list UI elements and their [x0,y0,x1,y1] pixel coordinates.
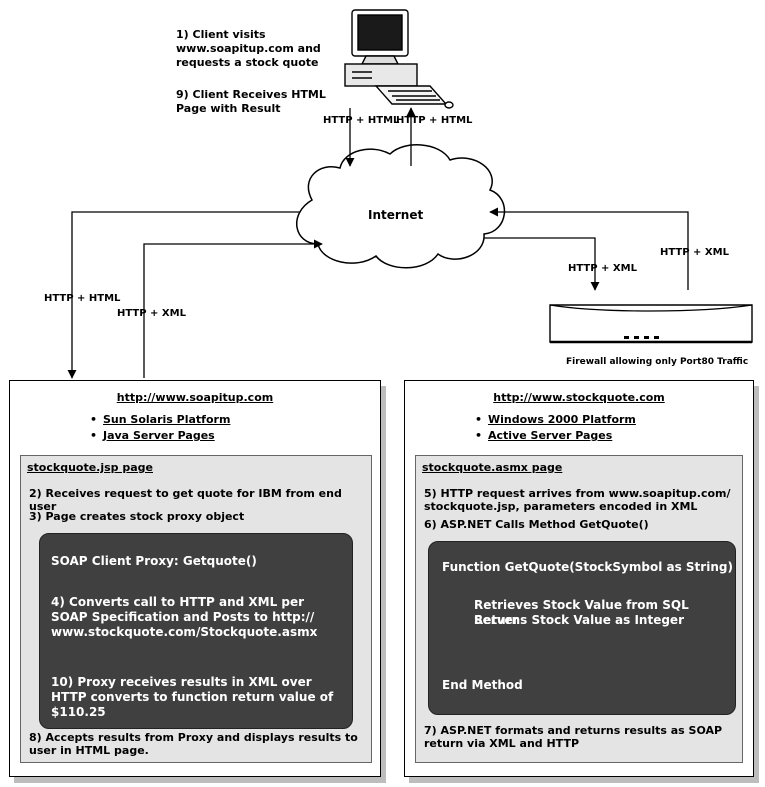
internet-cloud-icon [296,144,506,269]
server-platform-list: •Sun Solaris Platform •Java Server Pages [90,412,230,444]
step-2: 2) Receives request to get quote for IBM… [29,487,342,513]
server-url: http://www.soapitup.com [116,391,274,404]
left-inner-link-label: HTTP + XML [117,308,186,319]
step-3: 3) Page creates stock proxy object [29,510,245,523]
function-end: End Method [442,678,523,692]
client-step-9: 9) Client Receives HTML Page with Result [176,88,326,115]
right-inner-link-label: HTTP + XML [568,263,637,274]
step-6: 6) ASP.NET Calls Method GetQuote() [424,518,649,531]
soapitup-server: http://www.soapitup.com •Sun Solaris Pla… [9,380,381,777]
step-7: 7) ASP.NET formats and returns results a… [424,724,723,750]
left-outer-link-label: HTTP + HTML [44,293,121,304]
proxy-step-10: 10) Proxy receives results in XML over H… [51,675,334,719]
step-8: 8) Accepts results from Proxy and displa… [29,731,358,757]
soap-client-proxy-box: SOAP Client Proxy: Getquote() 4) Convert… [39,533,353,729]
function-signature: Function GetQuote(StockSymbol as String) [442,560,733,574]
client-step-1: 1) Client visits www.soapitup.com and re… [176,28,321,69]
server-url: http://www.stockquote.com [493,391,665,404]
platform-item: •Windows 2000 Platform [475,413,636,426]
function-line-2: Returns Stock Value as Integer [474,613,684,627]
internet-label: Internet [368,208,424,222]
client-computer-icon [344,9,454,109]
step-5: 5) HTTP request arrives from www.soapitu… [424,487,731,513]
firewall-icon [549,304,753,344]
stockquote-server: http://www.stockquote.com •Windows 2000 … [404,380,754,777]
jsp-page: stockquote.jsp page 2) Receives request … [20,455,372,763]
platform-item: •Java Server Pages [90,429,215,442]
page-title: stockquote.asmx page [422,461,563,474]
server-platform-list: •Windows 2000 Platform •Active Server Pa… [475,412,636,444]
firewall-caption: Firewall allowing only Port80 Traffic [566,357,749,367]
function-line-1: Retrieves Stock Value from SQL Server [474,598,689,627]
page-title: stockquote.jsp page [27,461,154,474]
right-outer-link-label: HTTP + XML [660,247,729,258]
platform-item: •Active Server Pages [475,429,613,442]
proxy-title: SOAP Client Proxy: Getquote() [51,554,257,568]
proxy-step-4: 4) Converts call to HTTP and XML per SOA… [51,595,318,639]
client-link-left-label: HTTP + HTML [323,115,400,126]
asmx-page: stockquote.asmx page 5) HTTP request arr… [415,455,743,763]
platform-item: •Sun Solaris Platform [90,413,231,426]
client-link-right-label: HTTP + HTML [396,115,473,126]
getquote-function-box: Function GetQuote(StockSymbol as String)… [428,541,736,715]
